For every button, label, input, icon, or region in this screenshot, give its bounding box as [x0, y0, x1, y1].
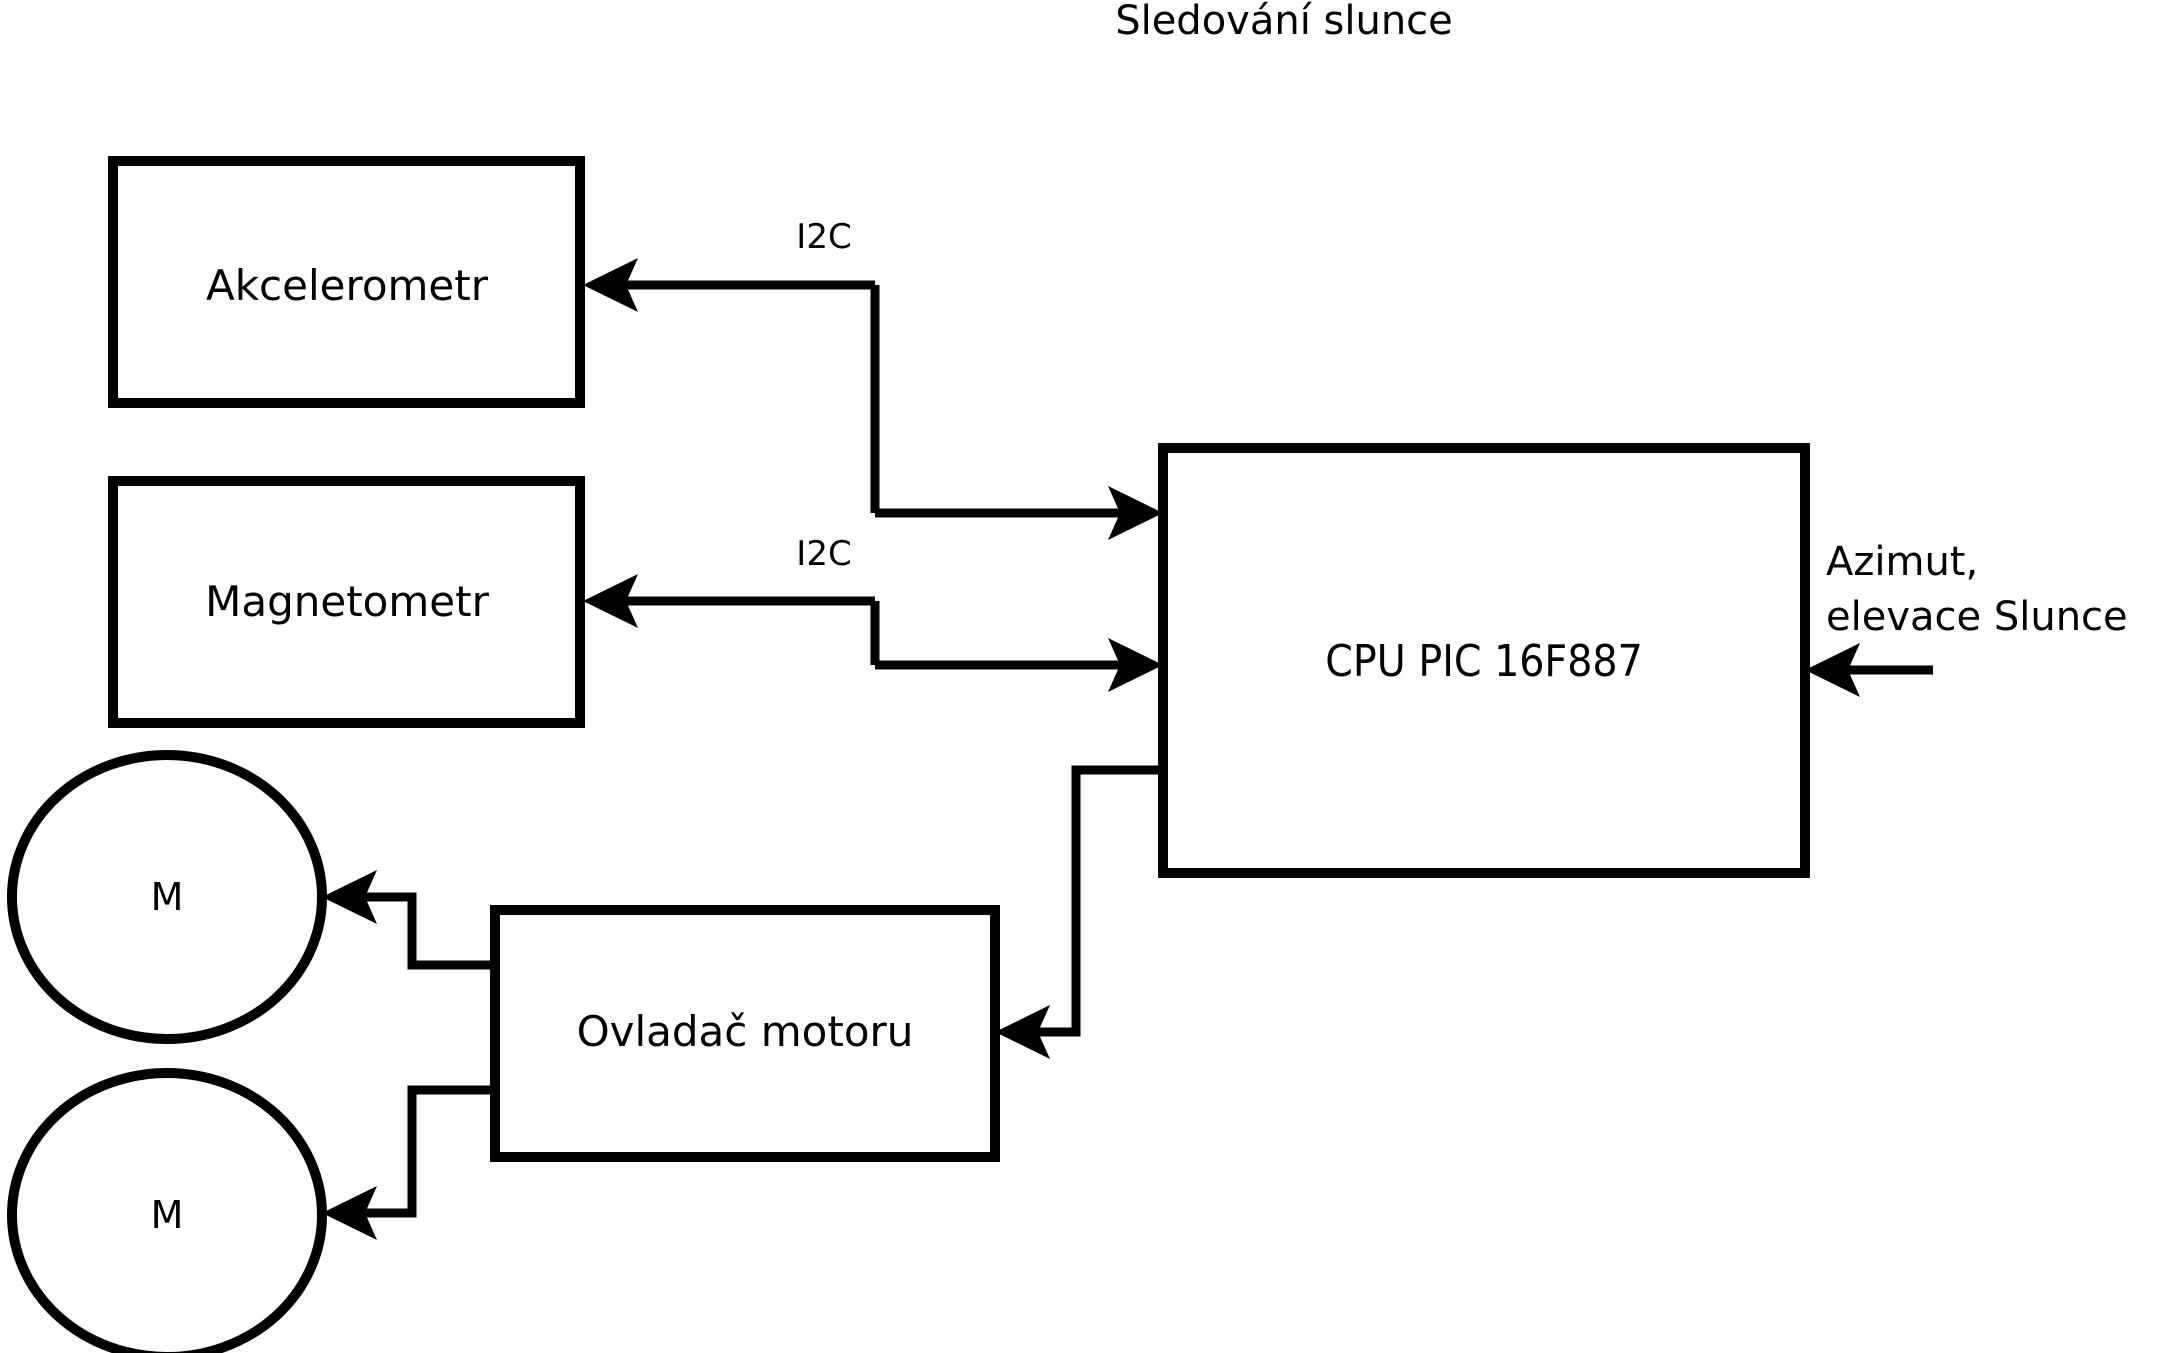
node-magnetometer[interactable]: [108, 476, 585, 728]
node-magnetometer-label: Magnetometr: [205, 577, 489, 626]
edge-label-i2c-top: I2C: [796, 217, 851, 257]
arrowhead-into-cpu-top: [1108, 486, 1163, 540]
edge-accelerometer-to-cpu: [875, 486, 1163, 540]
arrowhead-into-cpu-bottom: [1108, 638, 1163, 692]
arrowhead-into-motor-driver: [995, 1005, 1050, 1059]
edge-cpu-to-accelerometer: [583, 258, 880, 513]
node-motor-driver-label: Ovladač motoru: [577, 1007, 914, 1056]
arrowhead-into-motor-top: [322, 870, 377, 924]
edge-external-input-to-cpu: [1805, 643, 1933, 697]
node-motor-bottom[interactable]: [7, 1068, 327, 1353]
node-accelerometer[interactable]: [108, 156, 585, 408]
edge-cpu-to-motor-driver: [995, 765, 1163, 1059]
edge-label-i2c-bottom: I2C: [796, 534, 851, 574]
edge-magnetometer-to-cpu: [875, 638, 1163, 692]
edge-motor-driver-to-motor-bottom: [322, 1085, 495, 1240]
arrowhead-into-cpu-external: [1805, 643, 1860, 697]
arrowhead-into-accelerometer: [583, 258, 638, 312]
node-motor-driver[interactable]: [490, 905, 1000, 1162]
arrowhead-into-magnetometer: [583, 574, 638, 628]
diagram-title: Sledování slunce: [1115, 0, 1453, 44]
edge-motor-driver-to-motor-top: [322, 870, 495, 970]
node-motor-bottom-label: M: [151, 1193, 184, 1237]
node-cpu-label: CPU PIC 16F887: [1325, 636, 1643, 687]
node-accelerometer-label: Akcelerometr: [206, 261, 489, 310]
node-cpu[interactable]: [1158, 443, 1810, 878]
external-input-label-line2: elevace Slunce: [1826, 594, 2128, 640]
node-motor-top-label: M: [151, 875, 184, 919]
arrowhead-into-motor-bottom: [322, 1186, 377, 1240]
edge-cpu-to-magnetometer: [583, 574, 880, 665]
external-input-label-line1: Azimut,: [1826, 539, 1978, 585]
